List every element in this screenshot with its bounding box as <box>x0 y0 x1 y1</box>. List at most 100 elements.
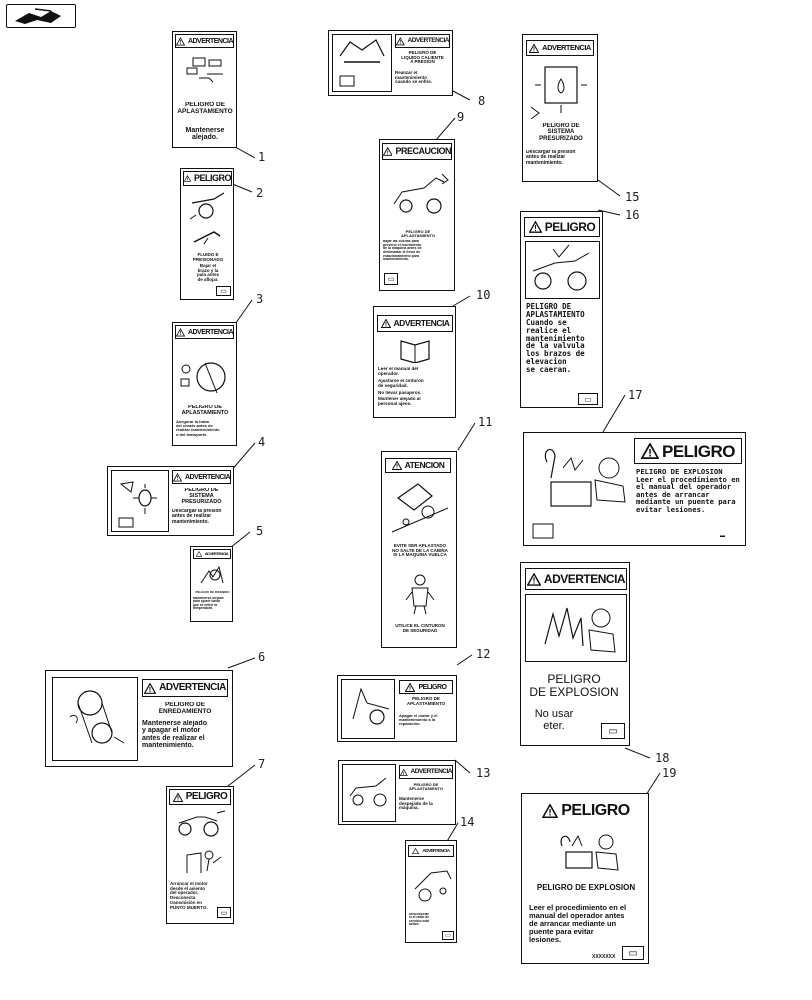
decal-19-header: ! PELIGRO <box>529 800 643 822</box>
decal-3-header: ! ADVERTENCIA <box>175 325 234 339</box>
callout-18: 18 <box>655 751 670 765</box>
manual-book-icon: ▭ <box>578 393 598 405</box>
decal-14[interactable]: ADVERTENCIA Desconectar si el radio de s… <box>405 840 457 943</box>
decal-9-body: Bajar las cuchas para prevenir el movimi… <box>383 240 422 262</box>
decal-11[interactable]: ! ATENCION EVITE SER APLASTADO NO SALTE … <box>381 451 457 648</box>
decal-1-body: Mantenerse alejado. <box>185 127 225 142</box>
svg-text:!: ! <box>399 40 401 46</box>
manual-book-icon: ▭ <box>601 723 625 739</box>
decal-16-body: PELIGRO DE APLASTAMIENTO Cuando se reali… <box>526 303 585 374</box>
warning-triangle-icon: ! <box>173 472 182 482</box>
decal-13-header: ! ADVERTENCIA <box>399 765 453 779</box>
callout-9: 9 <box>457 110 465 124</box>
callout-15: 15 <box>625 190 640 204</box>
warning-triangle-icon: ! <box>176 327 185 337</box>
decal-11-header: ! ATENCION <box>385 458 451 473</box>
warning-triangle-icon: ! <box>144 682 157 694</box>
decal-16-header: ! PELIGRO <box>524 217 600 237</box>
warning-triangle-icon: ! <box>526 572 541 586</box>
decal-3[interactable]: ! ADVERTENCIA PELIGRO DE APLASTAMIENTO A… <box>172 322 237 446</box>
decal-8-body: Realizar el mantenimiento cuando se enfr… <box>395 71 433 85</box>
callout-2: 2 <box>256 186 264 200</box>
svg-text:!: ! <box>409 686 411 692</box>
manual-book-icon <box>400 340 430 363</box>
callout-12: 12 <box>476 647 491 661</box>
decal-7-body: Arrancar el motor desde el asiento del o… <box>170 882 208 910</box>
decal-18[interactable]: ! ADVERTENCIA PELIGRO DE EXPLOSION No us… <box>520 562 630 746</box>
svg-text:!: ! <box>549 808 552 818</box>
decal-2-body: Bajar el brazo y la pala antes de afloja… <box>196 264 219 283</box>
decal-8-header: ! ADVERTENCIA <box>395 34 450 48</box>
svg-text:!: ! <box>533 47 535 53</box>
decal-5[interactable]: ADVERTENCIA PELIGRO DE INCENDIO Mantener… <box>190 546 233 622</box>
loader-pictogram <box>342 764 396 822</box>
svg-text:!: ! <box>180 331 182 337</box>
decal-10-item-4: Mantener alejado al personal ajeno. <box>378 397 421 406</box>
svg-text:!: ! <box>177 476 179 482</box>
svg-text:!: ! <box>177 796 179 802</box>
decal-1-header: ! ADVERTENCIA <box>175 34 234 48</box>
decal-10-item-2: Ajustarse el cinturón de seguridad. <box>378 379 424 388</box>
decal-11-body-1: EVITE SER APLASTADO NO SALTE DE LA CABIN… <box>392 544 448 558</box>
start-from-seat-pictogram <box>186 850 222 873</box>
warning-triangle-icon: ! <box>400 768 408 776</box>
decal-13-body: Mantenerse despejado de la máquina. <box>399 797 433 811</box>
warning-triangle-icon: ! <box>184 174 191 182</box>
decal-12[interactable]: ! PELIGRO PELIGRO DE APLASTAMIENTO Apaga… <box>337 675 457 742</box>
callout-4: 4 <box>258 435 266 449</box>
svg-text:!: ! <box>648 447 652 459</box>
svg-text:!: ! <box>403 770 405 775</box>
decal-4-header: ! ADVERTENCIA <box>172 470 231 484</box>
decal-16[interactable]: ! PELIGRO PELIGRO DE APLASTAMIENTO Cuand… <box>520 211 603 408</box>
entanglement-pictogram <box>52 677 138 761</box>
decal-4-body: Descargar la presión antes de realizar m… <box>172 509 222 525</box>
manual-book-icon: ▭ <box>622 946 644 960</box>
decal-8[interactable]: ! ADVERTENCIA PELIGRO DE LIQUIDO CALIENT… <box>328 30 453 96</box>
seatbelt-pictogram <box>405 574 435 615</box>
frame-lock-pictogram <box>180 362 226 394</box>
backhoe-crush-pictogram <box>341 679 395 739</box>
decal-17-code: ▬ <box>720 533 725 539</box>
manual-book-icon: ▭ <box>442 931 454 940</box>
callout-13: 13 <box>476 766 491 780</box>
warning-triangle-icon: ! <box>542 804 559 818</box>
warning-triangle-icon: ! <box>528 221 542 233</box>
svg-text:!: ! <box>385 323 387 329</box>
decal-8-title: PELIGRO DE LIQUIDO CALIENTE A PRESION <box>401 51 444 65</box>
callout-5: 5 <box>256 524 264 538</box>
decal-19[interactable]: ! PELIGRO PELIGRO DE EXPLOSION Leer el p… <box>521 793 649 964</box>
decal-10-item-3: No llevar pasajeros. <box>378 391 422 395</box>
decal-17[interactable]: ! PELIGRO PELIGRO DE EXPLOSION Leer el p… <box>523 432 746 546</box>
decal-7[interactable]: ! PELIGRO Arrancar el motor desde el asi… <box>166 786 234 924</box>
decal-13[interactable]: ! ADVERTENCIA PELIGRO DE APLASTAMIENTO M… <box>338 760 456 825</box>
hydraulic-fluid-pictogram <box>193 231 221 245</box>
back-navigation-button[interactable] <box>6 4 76 28</box>
decal-15-header: ! ADVERTENCIA <box>526 40 594 56</box>
decal-6-body: Mantenerse alejado y apagar el motor ant… <box>142 720 207 750</box>
decal-1[interactable]: ! ADVERTENCIA PELIGRO DE APLASTAMIENTO M… <box>172 31 237 148</box>
decal-9[interactable]: ! PRECAUCION PELIGRO DE APLASTAMIENTO Ba… <box>379 139 455 291</box>
callout-7: 7 <box>258 757 266 771</box>
decal-10[interactable]: ! ADVERTENCIA Leer el manual del operado… <box>373 306 456 418</box>
decal-4-title: PELIGRO DE SISTEMA PRESURIZADO <box>181 488 222 505</box>
decal-2[interactable]: ! PELIGRO FLUIDO E PRESIONADO Bajar el b… <box>180 168 234 300</box>
decal-6-title: PELIGRO DE ENREDAMIENTO <box>158 702 212 715</box>
rollover-pictogram <box>391 483 449 533</box>
decal-15[interactable]: ! ADVERTENCIA PELIGRO DE SISTEMA PRESURI… <box>522 34 598 182</box>
decal-4[interactable]: ! ADVERTENCIA PELIGRO DE SISTEMA PRESURI… <box>107 466 234 536</box>
warning-triangle-icon <box>195 551 202 557</box>
decal-6[interactable]: ! ADVERTENCIA PELIGRO DE ENREDAMIENTO Ma… <box>45 670 233 767</box>
decal-18-title: PELIGRO DE EXPLOSION <box>529 673 619 699</box>
svg-text:!: ! <box>396 465 398 471</box>
decal-18-body: No usar eter. <box>534 709 574 732</box>
warning-triangle-icon: ! <box>529 43 540 53</box>
callout-6: 6 <box>258 650 266 664</box>
svg-text:!: ! <box>187 177 188 182</box>
decal-9-header: ! PRECAUCION <box>382 143 452 160</box>
warning-triangle-icon: ! <box>640 443 659 459</box>
warning-triangle-icon: ! <box>176 36 185 46</box>
runover-hazard-pictogram <box>178 810 226 837</box>
decal-17-body: PELIGRO DE EXPLOSION Leer el procedimien… <box>636 468 740 514</box>
pressure-drop-pictogram <box>530 66 587 119</box>
decal-19-code: XXXXXXX <box>592 954 616 960</box>
